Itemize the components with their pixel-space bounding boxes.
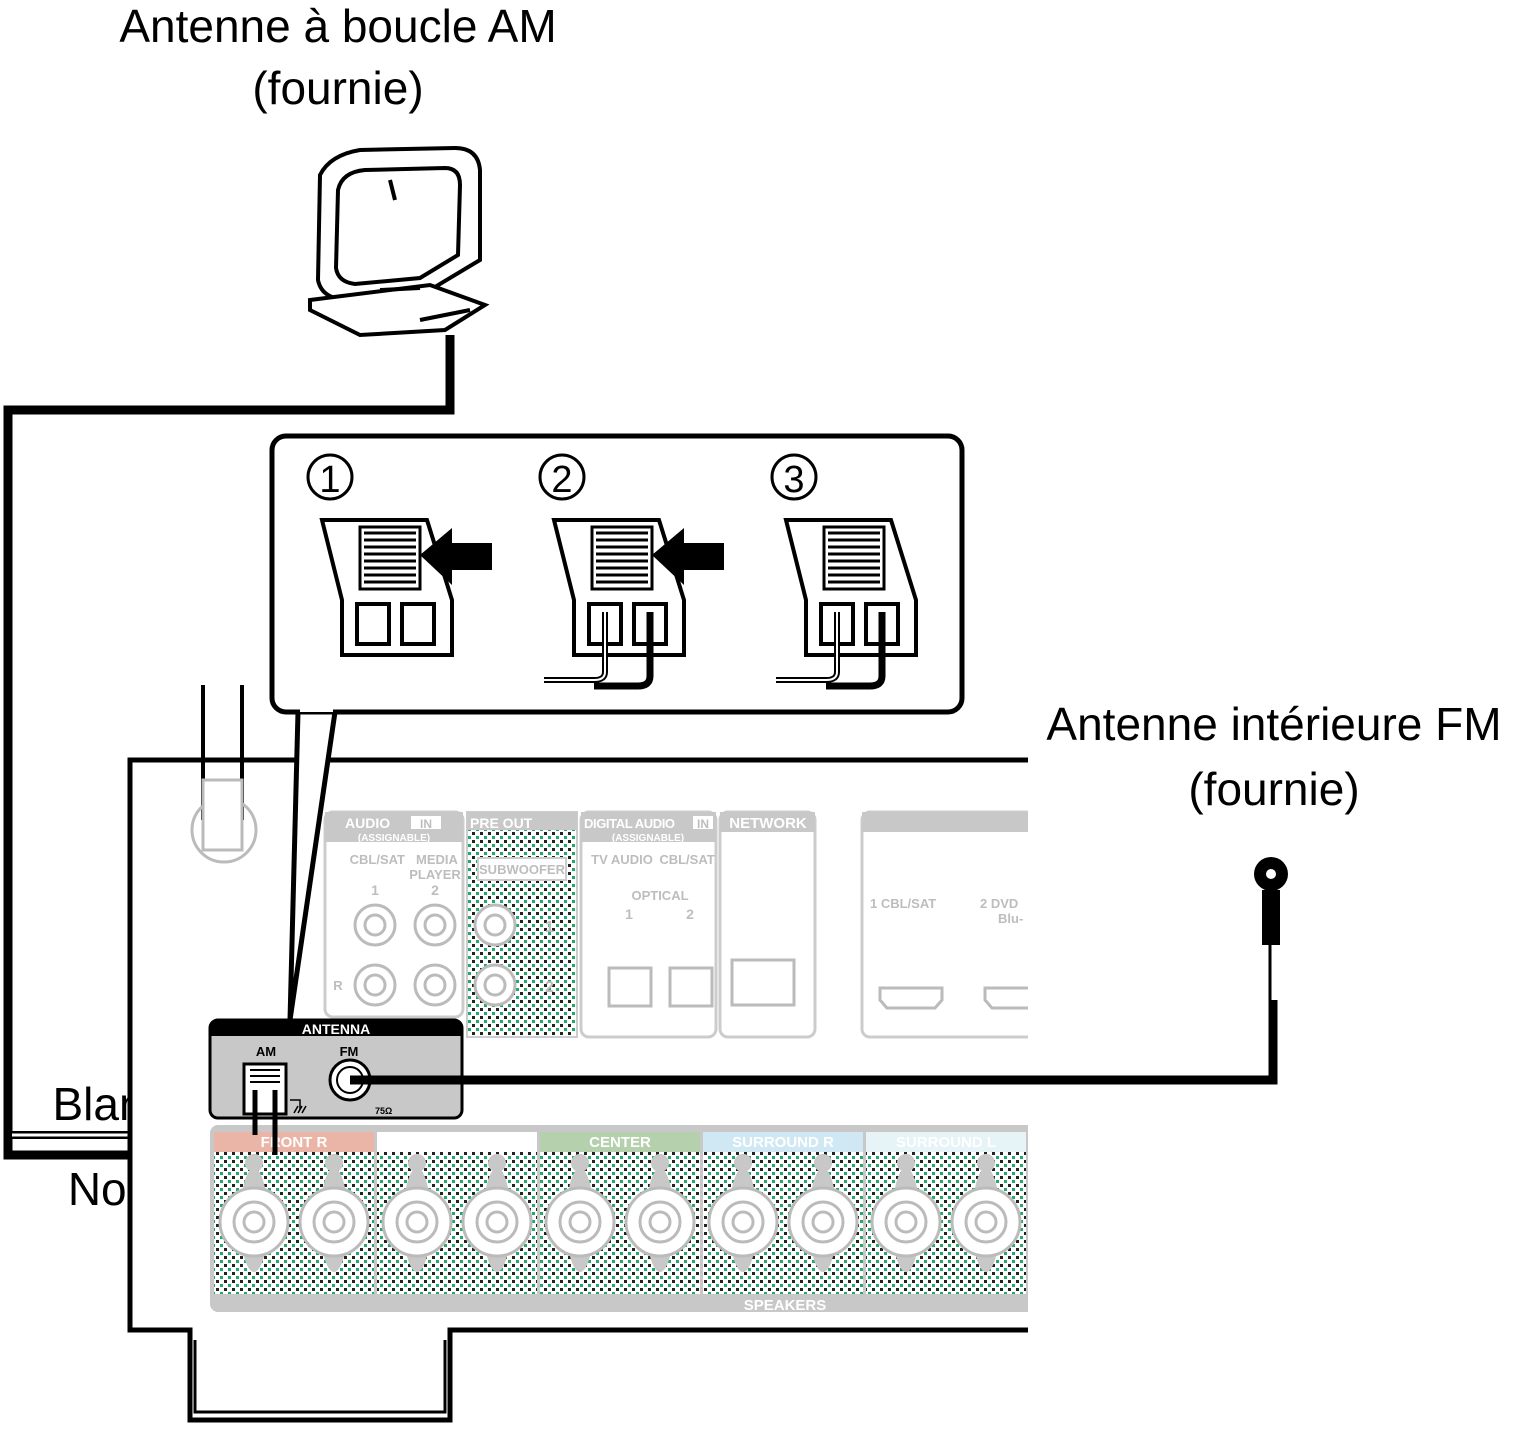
speaker-header	[703, 1132, 863, 1152]
speaker-label: SURROUND L	[896, 1134, 996, 1151]
speaker-header	[866, 1132, 1026, 1152]
plus-icon	[408, 1154, 426, 1172]
black-wire-icon	[826, 612, 886, 690]
hdmi-1-label: 1 CBL/SAT	[870, 896, 936, 911]
pre-out-section: PRE OUT SUBWOOFER 1 2	[466, 811, 578, 1038]
speakers-section: SPEAKERS FRONT R FRONT L CENTER SURROUND R S…	[210, 1125, 1028, 1314]
hdmi-2b-label: Blu-	[998, 911, 1023, 926]
speaker-label: CENTER	[589, 1134, 651, 1151]
optical-2-label: 2	[686, 906, 694, 922]
speaker-label: FRONT L	[425, 1134, 490, 1151]
minus-icon	[814, 1154, 832, 1172]
step-number: 3	[783, 459, 804, 501]
white-wire-icon	[776, 612, 838, 681]
speaker-label: SURROUND R	[732, 1134, 834, 1151]
impedance-label: 75Ω	[375, 1106, 392, 1116]
digital-cbl-sat-label: CBL/SAT	[659, 852, 714, 867]
cbl-sat-label: CBL/SAT	[350, 852, 405, 867]
speaker-binding-post[interactable]	[870, 1186, 942, 1258]
push-arrow-icon	[420, 528, 492, 585]
speaker-binding-post[interactable]	[218, 1186, 290, 1258]
step-number: 1	[319, 459, 340, 501]
step-number-circle	[306, 453, 354, 501]
step-1: 1	[306, 453, 492, 657]
hdmi-section: 1 CBL/SAT 2 DVD Blu-	[860, 810, 1028, 1039]
plus-icon	[897, 1154, 915, 1172]
speaker-terminal-group: FRONT R	[214, 1132, 374, 1294]
fm-supplied-label: (fournie)	[1188, 763, 1359, 815]
speaker-binding-post[interactable]	[461, 1186, 533, 1258]
optical-label: OPTICAL	[631, 888, 688, 903]
antenna-label: ANTENNA	[302, 1021, 370, 1037]
speaker-binding-post[interactable]	[624, 1186, 696, 1258]
step-number-circle	[770, 453, 818, 501]
wireless-antenna-icon	[190, 685, 258, 864]
speaker-binding-post[interactable]	[381, 1186, 453, 1258]
speaker-terminal-group: CENTER	[540, 1132, 700, 1294]
minus-icon	[977, 1154, 995, 1172]
plus-icon	[571, 1154, 589, 1172]
step-number-circle	[538, 453, 586, 501]
speakers-label: SPEAKERS	[744, 1297, 827, 1314]
am-terminal-label: AM	[256, 1044, 276, 1059]
speaker-terminal-group: FRONT L	[377, 1132, 537, 1294]
audio-in-section: AUDIO IN (ASSIGNABLE) CBL/SAT MEDIA PLAY…	[323, 810, 465, 1019]
fm-antenna-icon	[1254, 857, 1288, 1000]
optical-1-label: 1	[625, 906, 633, 922]
ground-icon	[290, 1099, 307, 1114]
media-label: MEDIA	[416, 852, 459, 867]
fm-cable	[350, 1000, 1278, 1085]
audio-in-2-label: 2	[431, 882, 439, 898]
digital-audio-label: DIGITAL AUDIO	[584, 816, 675, 831]
speaker-header	[540, 1132, 700, 1152]
tv-audio-label: TV AUDIO	[591, 852, 653, 867]
subwoofer-label: SUBWOOFER	[479, 862, 566, 877]
minus-icon	[325, 1154, 343, 1172]
push-arrow-icon	[652, 528, 724, 585]
receiver-rear-panel: AUDIO IN (ASSIGNABLE) CBL/SAT MEDIA PLAY…	[127, 685, 1028, 1423]
subwoofer-2-label: 2	[545, 979, 554, 996]
hdmi-2-label: 2 DVD	[980, 896, 1018, 911]
step-number: 2	[551, 459, 572, 501]
network-section: NETWORK	[718, 810, 817, 1039]
audio-in-label: AUDIO	[345, 815, 390, 831]
subwoofer-1-label: 1	[545, 919, 554, 936]
am-antenna-label: Antenne à boucle AM	[119, 0, 556, 52]
fm-terminal-label: FM	[340, 1044, 359, 1059]
speaker-binding-post[interactable]	[298, 1186, 370, 1258]
speaker-header	[377, 1132, 537, 1152]
assignable-label: (ASSIGNABLE)	[358, 833, 430, 844]
minus-icon	[651, 1154, 669, 1172]
in-badge: IN	[420, 817, 432, 831]
minus-icon	[488, 1154, 506, 1172]
plus-icon	[734, 1154, 752, 1172]
am-terminal[interactable]	[242, 1062, 288, 1116]
antenna-terminal-block: ANTENNA AM FM 75Ω	[208, 1018, 464, 1120]
player-label: PLAYER	[409, 867, 461, 882]
speaker-terminal-group: SURROUND L	[866, 1132, 1026, 1294]
plus-icon	[245, 1154, 263, 1172]
digital-in-badge: IN	[697, 817, 709, 831]
network-label: NETWORK	[729, 815, 807, 832]
pre-out-label: PRE OUT	[470, 815, 533, 831]
fm-antenna-label: Antenne intérieure FM	[1046, 698, 1501, 750]
speaker-header	[214, 1132, 374, 1152]
black-wire-icon	[594, 612, 654, 690]
white-wire-icon	[544, 612, 606, 681]
right-channel-label: R	[333, 978, 343, 993]
am-supplied-label: (fournie)	[252, 62, 423, 114]
digital-audio-section: DIGITAL AUDIO IN (ASSIGNABLE) TV AUDIO C…	[579, 810, 718, 1039]
audio-in-1-label: 1	[371, 882, 379, 898]
speaker-binding-post[interactable]	[950, 1186, 1022, 1258]
speaker-binding-post[interactable]	[544, 1186, 616, 1258]
am-loop-antenna-icon	[308, 145, 490, 338]
speaker-label: FRONT R	[261, 1134, 328, 1151]
digital-assignable-label: (ASSIGNABLE)	[612, 833, 684, 844]
speaker-binding-post[interactable]	[707, 1186, 779, 1258]
step-3: 3	[770, 453, 918, 690]
step-2: 2	[538, 453, 724, 690]
speaker-binding-post[interactable]	[787, 1186, 859, 1258]
speaker-terminal-group: SURROUND R	[703, 1132, 863, 1294]
